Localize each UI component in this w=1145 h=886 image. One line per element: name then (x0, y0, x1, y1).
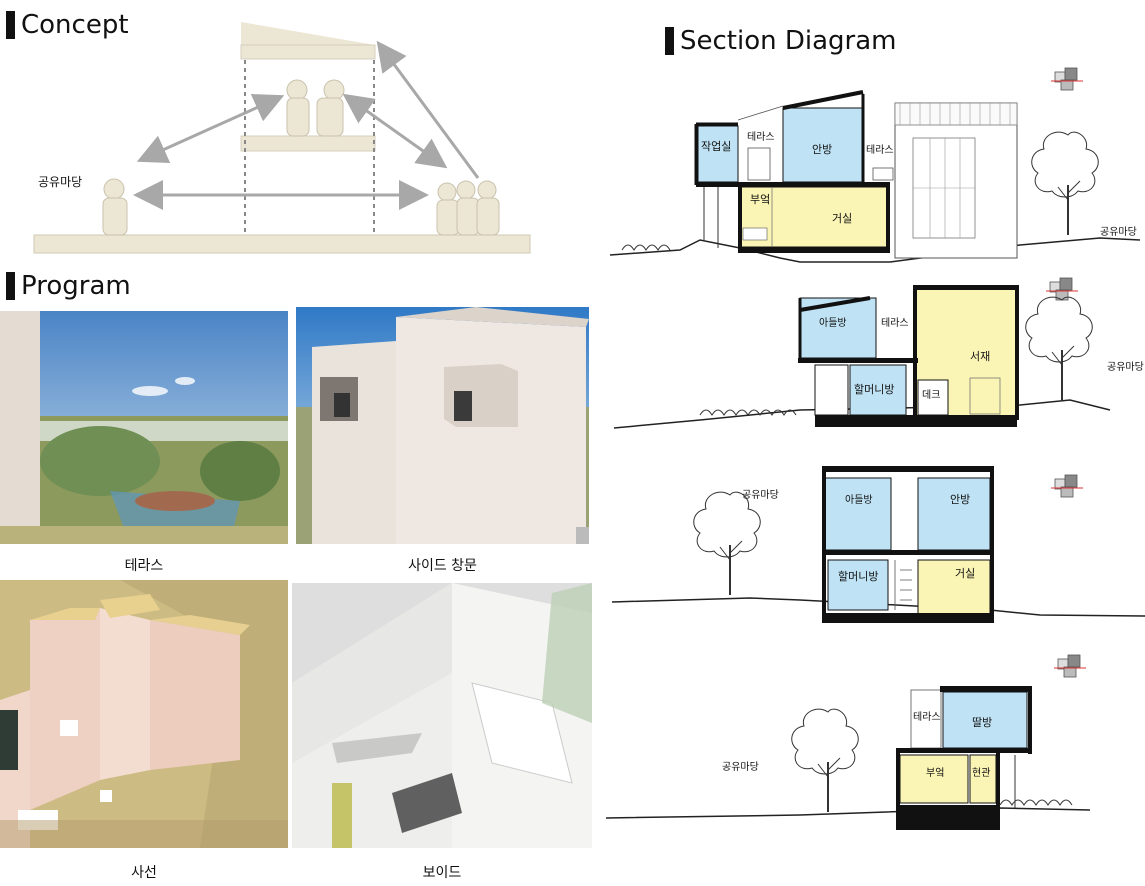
concept-heading: Concept (6, 10, 129, 40)
concept-roof (241, 22, 375, 45)
section-2: 아들방 테라스 서재 할머니방 데크 공유마당 (613, 277, 1144, 429)
concept-ground (33, 234, 531, 254)
photo-side-window (296, 307, 589, 544)
section-3: 공유마당 아들방 안방 할머니방 거실 (611, 466, 1145, 623)
concept-top-slab (240, 44, 376, 60)
caption-void: 보이드 (422, 865, 462, 881)
heading-marker (665, 27, 674, 55)
s2-label-son-room: 아들방 (819, 317, 847, 329)
photo-void (292, 583, 592, 848)
s3-label-living: 거실 (955, 567, 975, 580)
s2-label-grandma-room: 할머니방 (854, 383, 894, 396)
heading-marker (6, 11, 15, 39)
s1-label-main-room: 안방 (812, 143, 832, 156)
concept-label-shared-yard: 공유마당 (38, 175, 82, 189)
s1-label-yard: 공유마당 (1100, 226, 1137, 238)
concept-heading-text: Concept (21, 10, 129, 40)
s3-label-main-room: 안방 (950, 493, 970, 506)
caption-side-window: 사이드 창문 (408, 558, 477, 574)
concept-people-upper (286, 79, 345, 137)
concept-floor-slab (240, 135, 376, 152)
s1-label-kitchen: 부엌 (750, 193, 770, 206)
concept-diagram: 공유마당 (33, 22, 531, 254)
s1-label-terrace-1: 테라스 (747, 131, 775, 143)
s4-label-daughter-room: 딸방 (972, 716, 992, 729)
s4-label-entrance: 현관 (972, 767, 990, 779)
s2-label-yard: 공유마당 (1107, 361, 1144, 373)
concept-arrows (133, 40, 480, 210)
s2-label-study: 서재 (970, 350, 990, 363)
photo-diagonal (0, 580, 288, 848)
heading-marker (6, 272, 15, 300)
photo-terrace (0, 311, 288, 544)
s2-label-deck: 데크 (922, 389, 940, 401)
s3-label-yard: 공유마당 (742, 489, 779, 501)
s2-label-terrace: 테라스 (881, 317, 909, 329)
s1-label-terrace-2: 테라스 (866, 144, 894, 156)
s4-label-yard: 공유마당 (722, 761, 759, 773)
section-heading: Section Diagram (665, 26, 897, 56)
concept-people-right (436, 180, 500, 236)
section-4: 테라스 딸방 공유마당 부엌 현관 (605, 654, 1091, 830)
section-diagrams: 작업실 테라스 안방 테라스 부엌 거실 공유마당 아들방 테라스 서재 할머니… (605, 67, 1145, 830)
caption-diagonal: 사선 (131, 865, 157, 881)
program-heading-text: Program (21, 271, 131, 301)
program-heading: Program (6, 271, 131, 301)
concept-person-left (102, 178, 128, 236)
s3-label-grandma-room: 할머니방 (838, 570, 878, 583)
s4-label-terrace: 테라스 (913, 711, 941, 723)
section-1: 작업실 테라스 안방 테라스 부엌 거실 공유마당 (609, 67, 1141, 263)
s1-label-living: 거실 (832, 212, 852, 225)
s1-label-workroom: 작업실 (701, 140, 731, 153)
caption-terrace: 테라스 (124, 558, 164, 574)
section-heading-text: Section Diagram (680, 26, 897, 56)
s4-label-kitchen: 부엌 (926, 766, 944, 779)
s3-label-son-room: 아들방 (845, 494, 873, 506)
